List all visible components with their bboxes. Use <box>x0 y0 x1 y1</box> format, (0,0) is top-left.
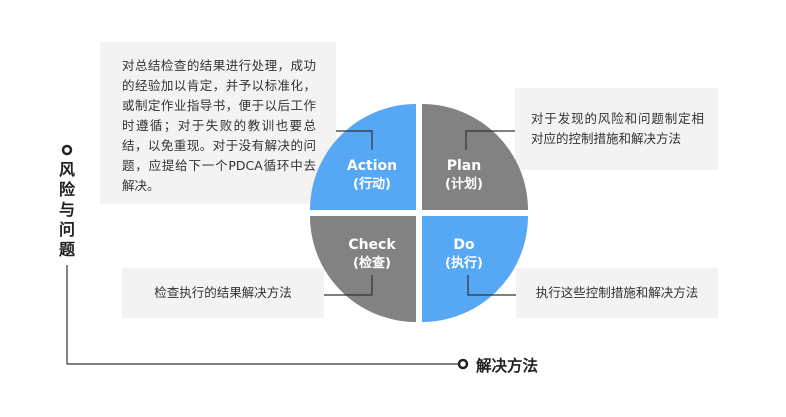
vertical-axis-endpoint <box>61 144 73 156</box>
action-title: Action <box>347 158 397 174</box>
plan-quadrant <box>422 104 528 210</box>
do-connector <box>467 275 516 296</box>
do-title: Do <box>453 237 475 253</box>
do-subtitle: (执行) <box>445 255 483 271</box>
check-note: 检查执行的结果解决方法 <box>122 268 324 318</box>
plan-connector <box>465 130 515 150</box>
action-note: 对总结检查的结果进行处理，成功的经验加以肯定，并予以标准化，或制定作业指导书，便… <box>100 42 336 204</box>
plan-note: 对于发现的风险和问题制定相对应的控制措施和解决方法 <box>515 88 718 170</box>
action-subtitle: (行动) <box>353 176 391 192</box>
action-quadrant <box>310 104 416 210</box>
do-note: 执行这些控制措施和解决方法 <box>516 268 718 318</box>
check-subtitle: (检查) <box>353 255 391 271</box>
do-quadrant <box>422 216 528 322</box>
vertical-axis-label: 风险与问题 <box>58 160 75 259</box>
check-connector <box>324 275 373 296</box>
check-quadrant <box>310 216 416 322</box>
check-title: Check <box>348 237 396 253</box>
plan-subtitle: (计划) <box>445 176 483 192</box>
horizontal-axis-label: 解决方法 <box>476 357 539 375</box>
plan-title: Plan <box>447 158 481 174</box>
horizontal-axis-endpoint <box>457 358 469 370</box>
action-connector <box>336 130 373 150</box>
